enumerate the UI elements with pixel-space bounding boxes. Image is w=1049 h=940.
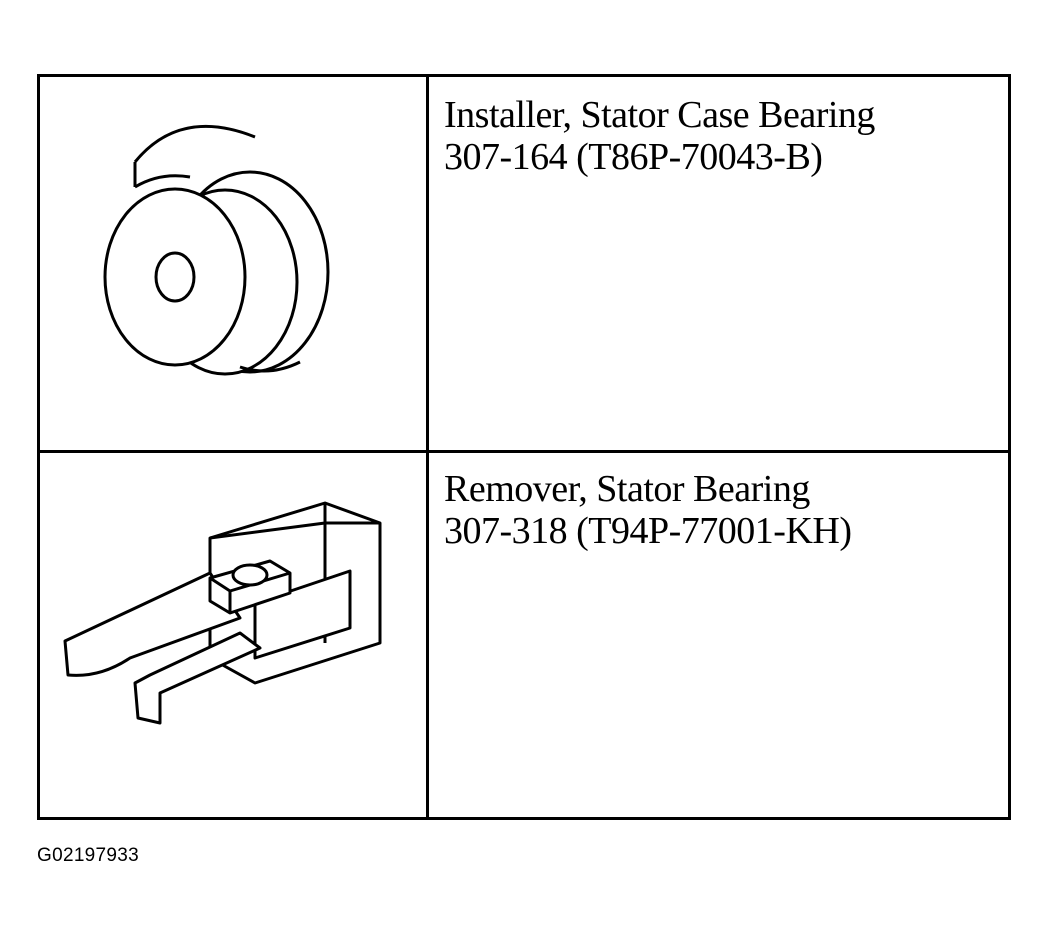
special-tools-table: Installer, Stator Case Bearing 307-164 (…: [37, 74, 1011, 820]
tool-illustration-remover: [40, 453, 426, 817]
tool-description-installer: Installer, Stator Case Bearing 307-164 (…: [444, 94, 984, 178]
bearing-installer-disc-icon: [103, 124, 330, 376]
tool-number: 307-318 (T94P-77001-KH): [444, 510, 852, 552]
tool-name: Installer, Stator Case Bearing: [444, 94, 875, 136]
tool-description-remover: Remover, Stator Bearing 307-318 (T94P-77…: [444, 468, 984, 552]
column-divider: [426, 77, 429, 817]
tool-illustration-installer: [40, 77, 426, 450]
figure-id: G02197933: [37, 845, 140, 866]
tool-number: 307-164 (T86P-70043-B): [444, 136, 823, 178]
tool-name: Remover, Stator Bearing: [444, 468, 810, 510]
bearing-remover-tool-icon: [63, 501, 382, 725]
row-divider: [40, 450, 1008, 453]
